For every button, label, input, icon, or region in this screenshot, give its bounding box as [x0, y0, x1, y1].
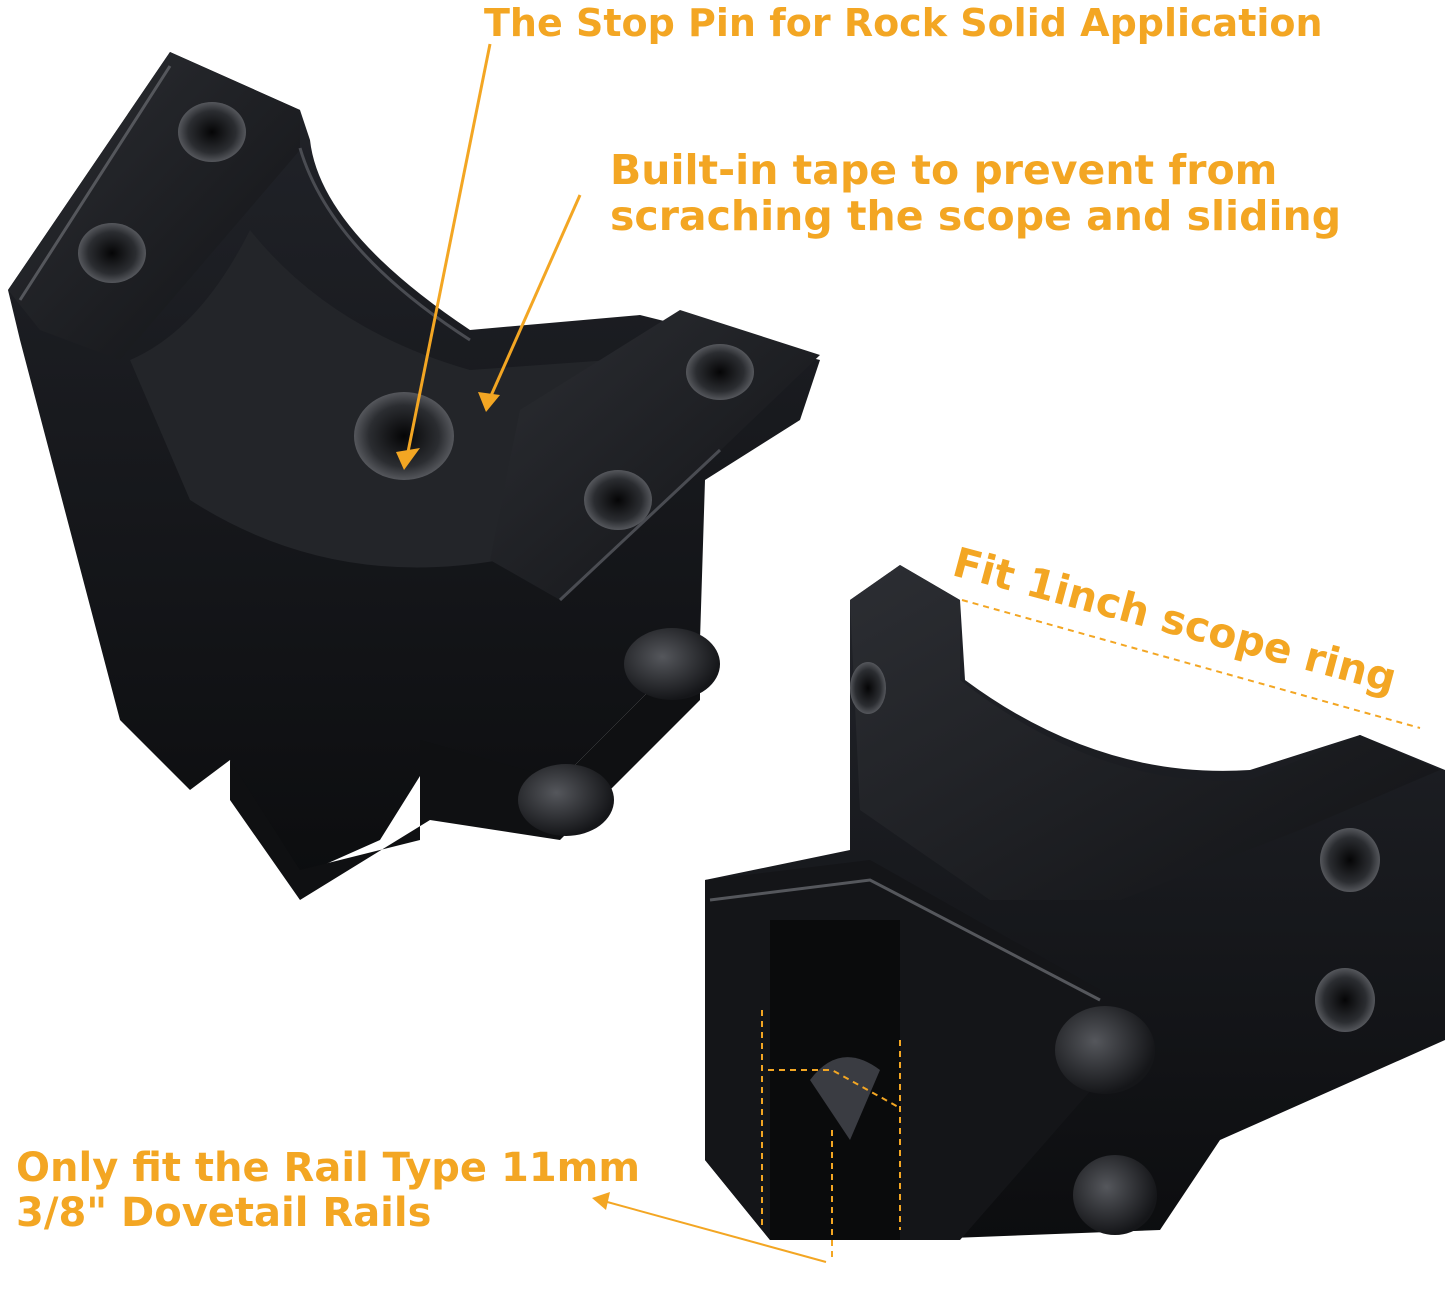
mount-left-edge-highlight: [18, 65, 172, 301]
mount-left-rail-clamp: [230, 640, 700, 900]
clamp-screw: [624, 628, 720, 700]
annotation-lines: [396, 43, 1421, 1263]
mount-left-saddle-tape: [130, 230, 610, 568]
callout-rail-line1: Only fit the Rail Type 11mm: [16, 1145, 641, 1191]
screw-hole: [584, 470, 652, 530]
screw-hole: [1315, 968, 1375, 1032]
scope-mount-right: [705, 565, 1445, 1240]
screw-hole: [78, 223, 146, 283]
scope-mount-left: [8, 52, 820, 900]
callout-rail-line2: 3/8" Dovetail Rails: [16, 1189, 432, 1236]
clamp-screw: [1055, 1006, 1155, 1094]
stop-pin-hole: [354, 392, 454, 480]
callout-tape-line2: scraching the scope and sliding: [610, 191, 1342, 240]
screw-hole: [178, 102, 246, 162]
clamp-screw: [1073, 1155, 1157, 1235]
callout-rail-type: Only fit the Rail Type 11mm 3/8" Dovetai…: [16, 1146, 640, 1236]
stop-pin-arrow: [406, 43, 492, 453]
scope-ring-dimension: [961, 599, 1421, 729]
screw-hole: [686, 344, 754, 400]
rail-arrow: [599, 1199, 827, 1263]
mount-right-ring-top: [850, 565, 1440, 900]
callout-stop-pin: The Stop Pin for Rock Solid Application: [484, 1, 1323, 45]
callout-tape-line1: Built-in tape to prevent from: [610, 146, 1278, 194]
screw-hole: [1320, 828, 1380, 892]
stop-pin: [810, 1057, 880, 1140]
screw-hole: [850, 662, 886, 714]
tape-arrow: [488, 194, 582, 399]
callout-built-in-tape: Built-in tape to prevent from scraching …: [610, 146, 1342, 240]
clamp-screw: [518, 764, 614, 836]
